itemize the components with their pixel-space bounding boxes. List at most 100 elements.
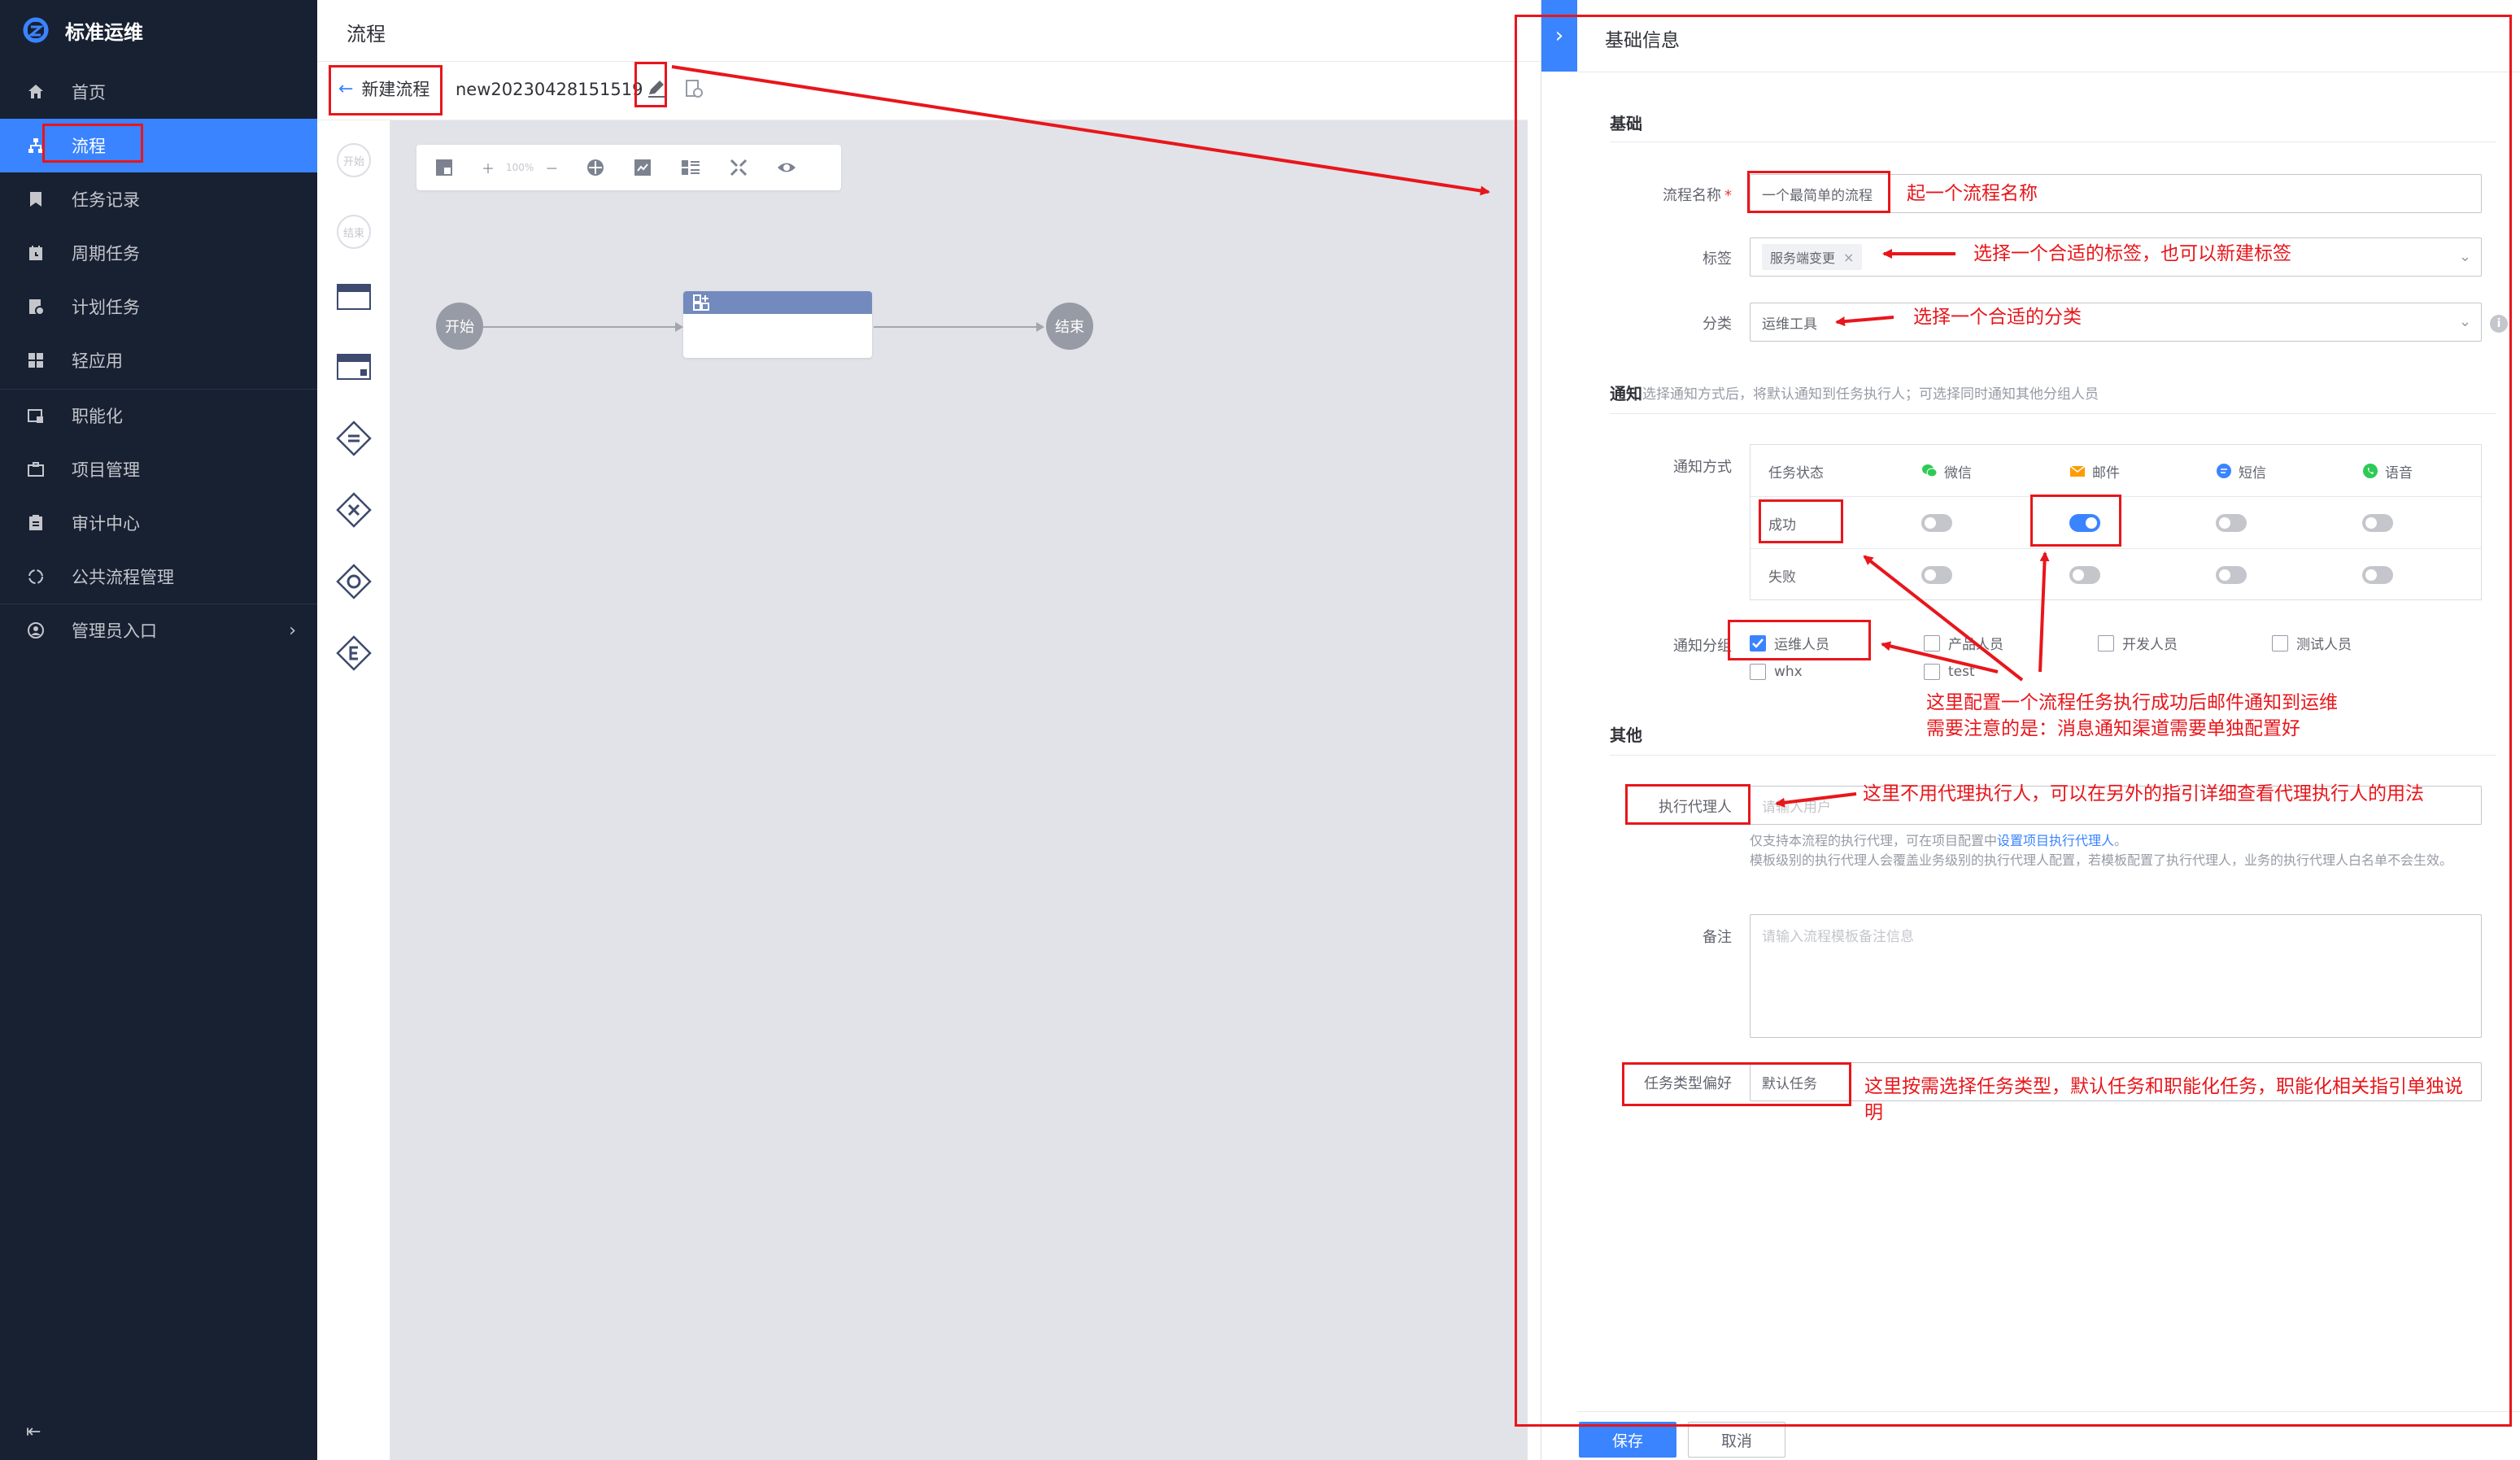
annotation-box-email-switch — [2030, 495, 2121, 547]
notify-row-success: 成功 — [1750, 497, 2481, 549]
category-label: 分类 — [1703, 316, 1732, 333]
palette-end-node[interactable]: 结束 — [335, 213, 373, 251]
flow-canvas[interactable]: ＋ 100% － 开始 结束 — [390, 120, 1528, 1460]
switch-fail-email[interactable] — [2069, 566, 2100, 584]
col-voice: 语音 — [2362, 445, 2413, 497]
group-dev-checkbox[interactable]: 开发人员 — [2098, 633, 2178, 653]
info-icon[interactable]: i — [2490, 315, 2508, 333]
annotation-box-ops-group — [1728, 620, 1871, 660]
switch-fail-voice[interactable] — [2362, 566, 2393, 584]
annotation-box-proxy — [1625, 784, 1750, 825]
sidebar-item-audit[interactable]: 审计中心 — [0, 496, 317, 550]
sidebar-item-plan-task[interactable]: 计划任务 — [0, 280, 317, 333]
sidebar-item-task-record[interactable]: 任务记录 — [0, 172, 317, 226]
annotation-tasktype-line2: 明 — [1864, 1102, 1883, 1123]
sidebar-item-periodic-task[interactable]: 周期任务 — [0, 226, 317, 280]
sidebar-item-admin[interactable]: 管理员入口 › — [0, 604, 317, 657]
plugin-icon — [693, 294, 709, 311]
group-test-checkbox[interactable]: 测试人员 — [2272, 633, 2352, 653]
sidebar: 标准运维 首页 流程 任务记录 周期任务 计划任务 轻应用 职能化 项目管理 审… — [0, 0, 317, 1460]
annotation-tasktype-line1: 这里按需选择任务类型，默认任务和职能化任务，职能化相关指引单独说 — [1864, 1076, 2463, 1097]
back-button[interactable]: ← 新建流程 — [338, 76, 429, 101]
col-task-status: 任务状态 — [1768, 464, 1824, 482]
start-node[interactable]: 开始 — [436, 303, 483, 350]
group-ops-checkbox[interactable]: 运维人员 — [1750, 633, 1829, 653]
annotation-name: 起一个流程名称 — [1907, 183, 2038, 204]
col-wechat: 微信 — [1921, 445, 1972, 497]
proxy-hint: 仅支持本流程的执行代理，可在项目配置中设置项目执行代理人。 模板级别的执行代理人… — [1750, 833, 2453, 868]
palette-converge-gateway-icon[interactable] — [335, 563, 373, 600]
light-app-icon — [26, 351, 46, 370]
fullscreen-icon[interactable] — [729, 158, 748, 177]
sidebar-item-label: 项目管理 — [72, 460, 140, 480]
edit-icon[interactable] — [644, 76, 669, 101]
annotation-box-tasktype — [1622, 1062, 1851, 1106]
sidebar-item-home[interactable]: 首页 — [0, 65, 317, 119]
sidebar-item-function[interactable]: 职能化 — [0, 389, 317, 442]
sidebar-item-label: 轻应用 — [72, 351, 123, 371]
palette-conditional-gateway-icon[interactable] — [335, 634, 373, 672]
tasktype-select[interactable]: 默认任务 — [1750, 1062, 2482, 1101]
end-node-label: 结束 — [1055, 319, 1084, 336]
annotation-box-success — [1759, 499, 1843, 543]
palette-subflow-node-icon[interactable] — [335, 348, 373, 386]
remark-textarea[interactable]: 请输入流程模板备注信息 — [1750, 914, 2482, 1038]
annotation-box-edit-icon — [634, 62, 667, 107]
arrow-left-icon: ← — [338, 78, 354, 99]
proxy-input[interactable]: 请输入用户 — [1750, 786, 2482, 825]
remove-tag-icon[interactable]: × — [1843, 249, 1855, 265]
annotation-box-flow-menu — [42, 124, 143, 163]
section-basic-title: 基础 — [1610, 114, 1642, 133]
palette-task-node-icon[interactable] — [335, 278, 373, 316]
collapse-sidebar-icon[interactable]: ⇤ — [26, 1422, 41, 1442]
periodic-task-icon — [26, 243, 46, 263]
zoom-level: 100% — [506, 162, 534, 173]
sidebar-item-flow[interactable]: 流程 — [0, 119, 317, 172]
start-node-label: 开始 — [445, 319, 474, 336]
switch-fail-sms[interactable] — [2216, 566, 2247, 584]
switch-success-email[interactable] — [2069, 514, 2100, 532]
preview-eye-icon[interactable] — [776, 159, 797, 177]
layout-icon[interactable] — [434, 158, 454, 177]
edge-task-end[interactable] — [874, 322, 1044, 332]
snapshot-icon[interactable] — [633, 158, 652, 177]
brand[interactable]: 标准运维 — [0, 0, 317, 60]
palette-start-node[interactable]: 开始 — [335, 142, 373, 179]
switch-success-sms[interactable] — [2216, 514, 2247, 532]
sidebar-item-project[interactable]: 项目管理 — [0, 442, 317, 496]
sidebar-item-common-flow[interactable]: 公共流程管理 — [0, 550, 317, 604]
cancel-button[interactable]: 取消 — [1688, 1422, 1785, 1458]
zoom-out-icon[interactable]: － — [545, 161, 559, 177]
template-icon[interactable] — [683, 78, 704, 99]
group-whx-checkbox[interactable]: whx — [1750, 664, 1803, 680]
switch-success-wechat[interactable] — [1921, 514, 1952, 532]
tag-select[interactable]: 服务端变更× ⌄ — [1750, 238, 2482, 277]
palette-parallel-gateway-icon[interactable] — [335, 491, 373, 529]
node-palette: 开始 结束 — [317, 120, 390, 1460]
tasktype-value: 默认任务 — [1762, 1075, 1817, 1092]
status-success: 成功 — [1768, 516, 1796, 534]
annotation-category: 选择一个合适的分类 — [1913, 307, 2082, 328]
task-node[interactable] — [683, 291, 872, 358]
panel-collapse-button[interactable]: › — [1541, 0, 1577, 72]
switch-success-voice[interactable] — [2362, 514, 2393, 532]
sidebar-item-label: 计划任务 — [72, 298, 140, 317]
zoom-in-icon[interactable]: ＋ — [482, 161, 495, 177]
sidebar-item-label: 任务记录 — [72, 190, 140, 210]
sidebar-item-label: 首页 — [72, 83, 106, 102]
chevron-down-icon: ⌄ — [2458, 248, 2471, 265]
flow-name-input[interactable]: 一个最简单的流程 — [1750, 174, 2482, 213]
node-list-icon[interactable] — [680, 158, 701, 177]
set-proxy-link[interactable]: 设置项目执行代理人 — [1997, 833, 2115, 848]
sidebar-item-light-app[interactable]: 轻应用 — [0, 333, 317, 387]
annotation-notify-line2: 需要注意的是：消息通知渠道需要单独配置好 — [1926, 718, 2300, 739]
edge-start-task[interactable] — [483, 322, 683, 332]
annotation-box-new-flow — [329, 65, 443, 115]
sidebar-item-label: 职能化 — [72, 407, 123, 426]
notify-description: 选择通知方式后，将默认通知到任务执行人；可选择同时通知其他分组人员 — [1642, 386, 2099, 403]
reset-view-icon[interactable] — [586, 158, 605, 177]
save-button[interactable]: 保存 — [1579, 1422, 1676, 1458]
remark-label: 备注 — [1703, 929, 1732, 946]
palette-branch-gateway-icon[interactable] — [335, 420, 373, 457]
end-node[interactable]: 结束 — [1046, 303, 1093, 350]
